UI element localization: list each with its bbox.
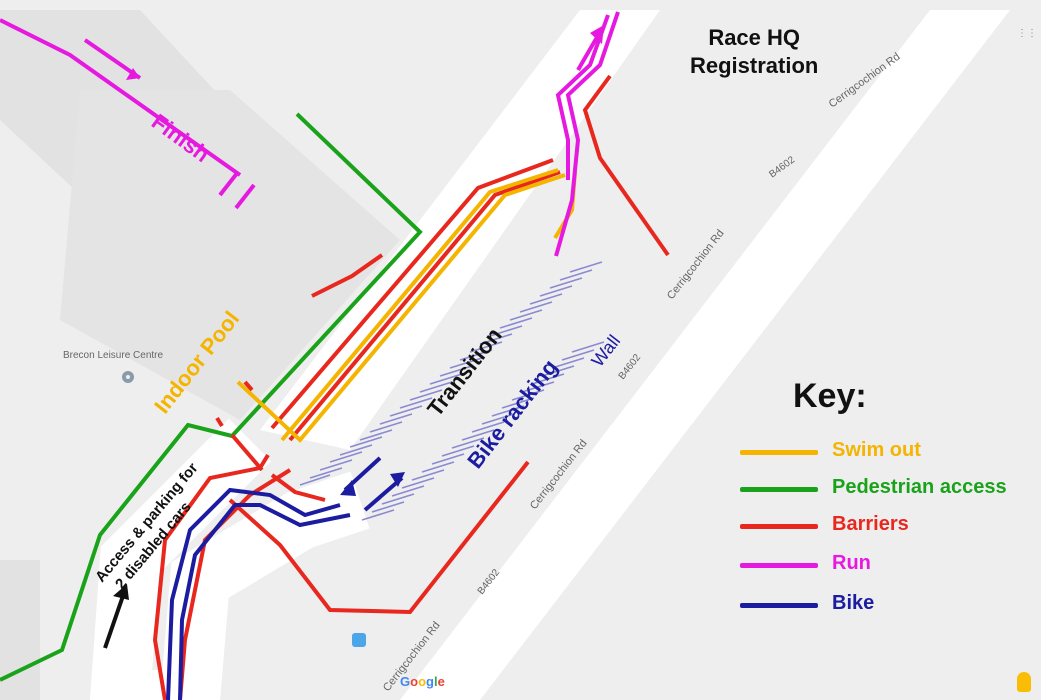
road-access — [89, 418, 370, 700]
barrier-lines — [152, 74, 670, 700]
poi-label: Brecon Leisure Centre — [63, 350, 164, 361]
run-arrow — [590, 25, 604, 44]
key-swatch — [740, 524, 818, 529]
access-arrow — [103, 589, 127, 649]
run-route — [0, 11, 620, 257]
key-item-bike: Bike — [740, 590, 1040, 620]
key-item-barriers: Barriers — [740, 511, 1040, 541]
key-item-swim: Swim out — [740, 437, 1040, 467]
key-swatch — [740, 487, 818, 492]
key-title: Key: — [793, 377, 867, 415]
run-arrow — [126, 68, 140, 80]
key-item-pedestrian: Pedestrian access — [740, 474, 1040, 504]
building-block — [60, 90, 400, 420]
grid-icon[interactable]: ⋮⋮ — [1017, 28, 1037, 39]
access-arrow-head — [113, 584, 129, 600]
key-label: Barriers — [832, 513, 909, 535]
key-swatch — [740, 450, 818, 455]
key-swatch — [740, 563, 818, 568]
bike-arrow — [340, 480, 356, 496]
key-swatch — [740, 603, 818, 608]
bike-arrow — [390, 472, 405, 487]
race-hq-line2: Registration — [690, 53, 819, 78]
bike-racking-area — [299, 261, 605, 521]
race-hq-line1: Race HQ — [708, 25, 801, 50]
race-hq-label: Race HQ Registration — [690, 24, 818, 80]
road-cerrigcochion — [400, 10, 1010, 700]
google-logo: Google — [400, 674, 445, 689]
key-item-run: Run — [740, 550, 1040, 580]
key-label: Run — [832, 552, 871, 574]
key-label: Pedestrian access — [832, 476, 1007, 498]
bus-stop-icon — [352, 633, 366, 647]
pedestrian-route — [0, 112, 423, 682]
pegman-icon[interactable] — [1017, 672, 1031, 692]
key-label: Bike — [832, 592, 875, 614]
key-label: Swim out — [832, 439, 921, 461]
